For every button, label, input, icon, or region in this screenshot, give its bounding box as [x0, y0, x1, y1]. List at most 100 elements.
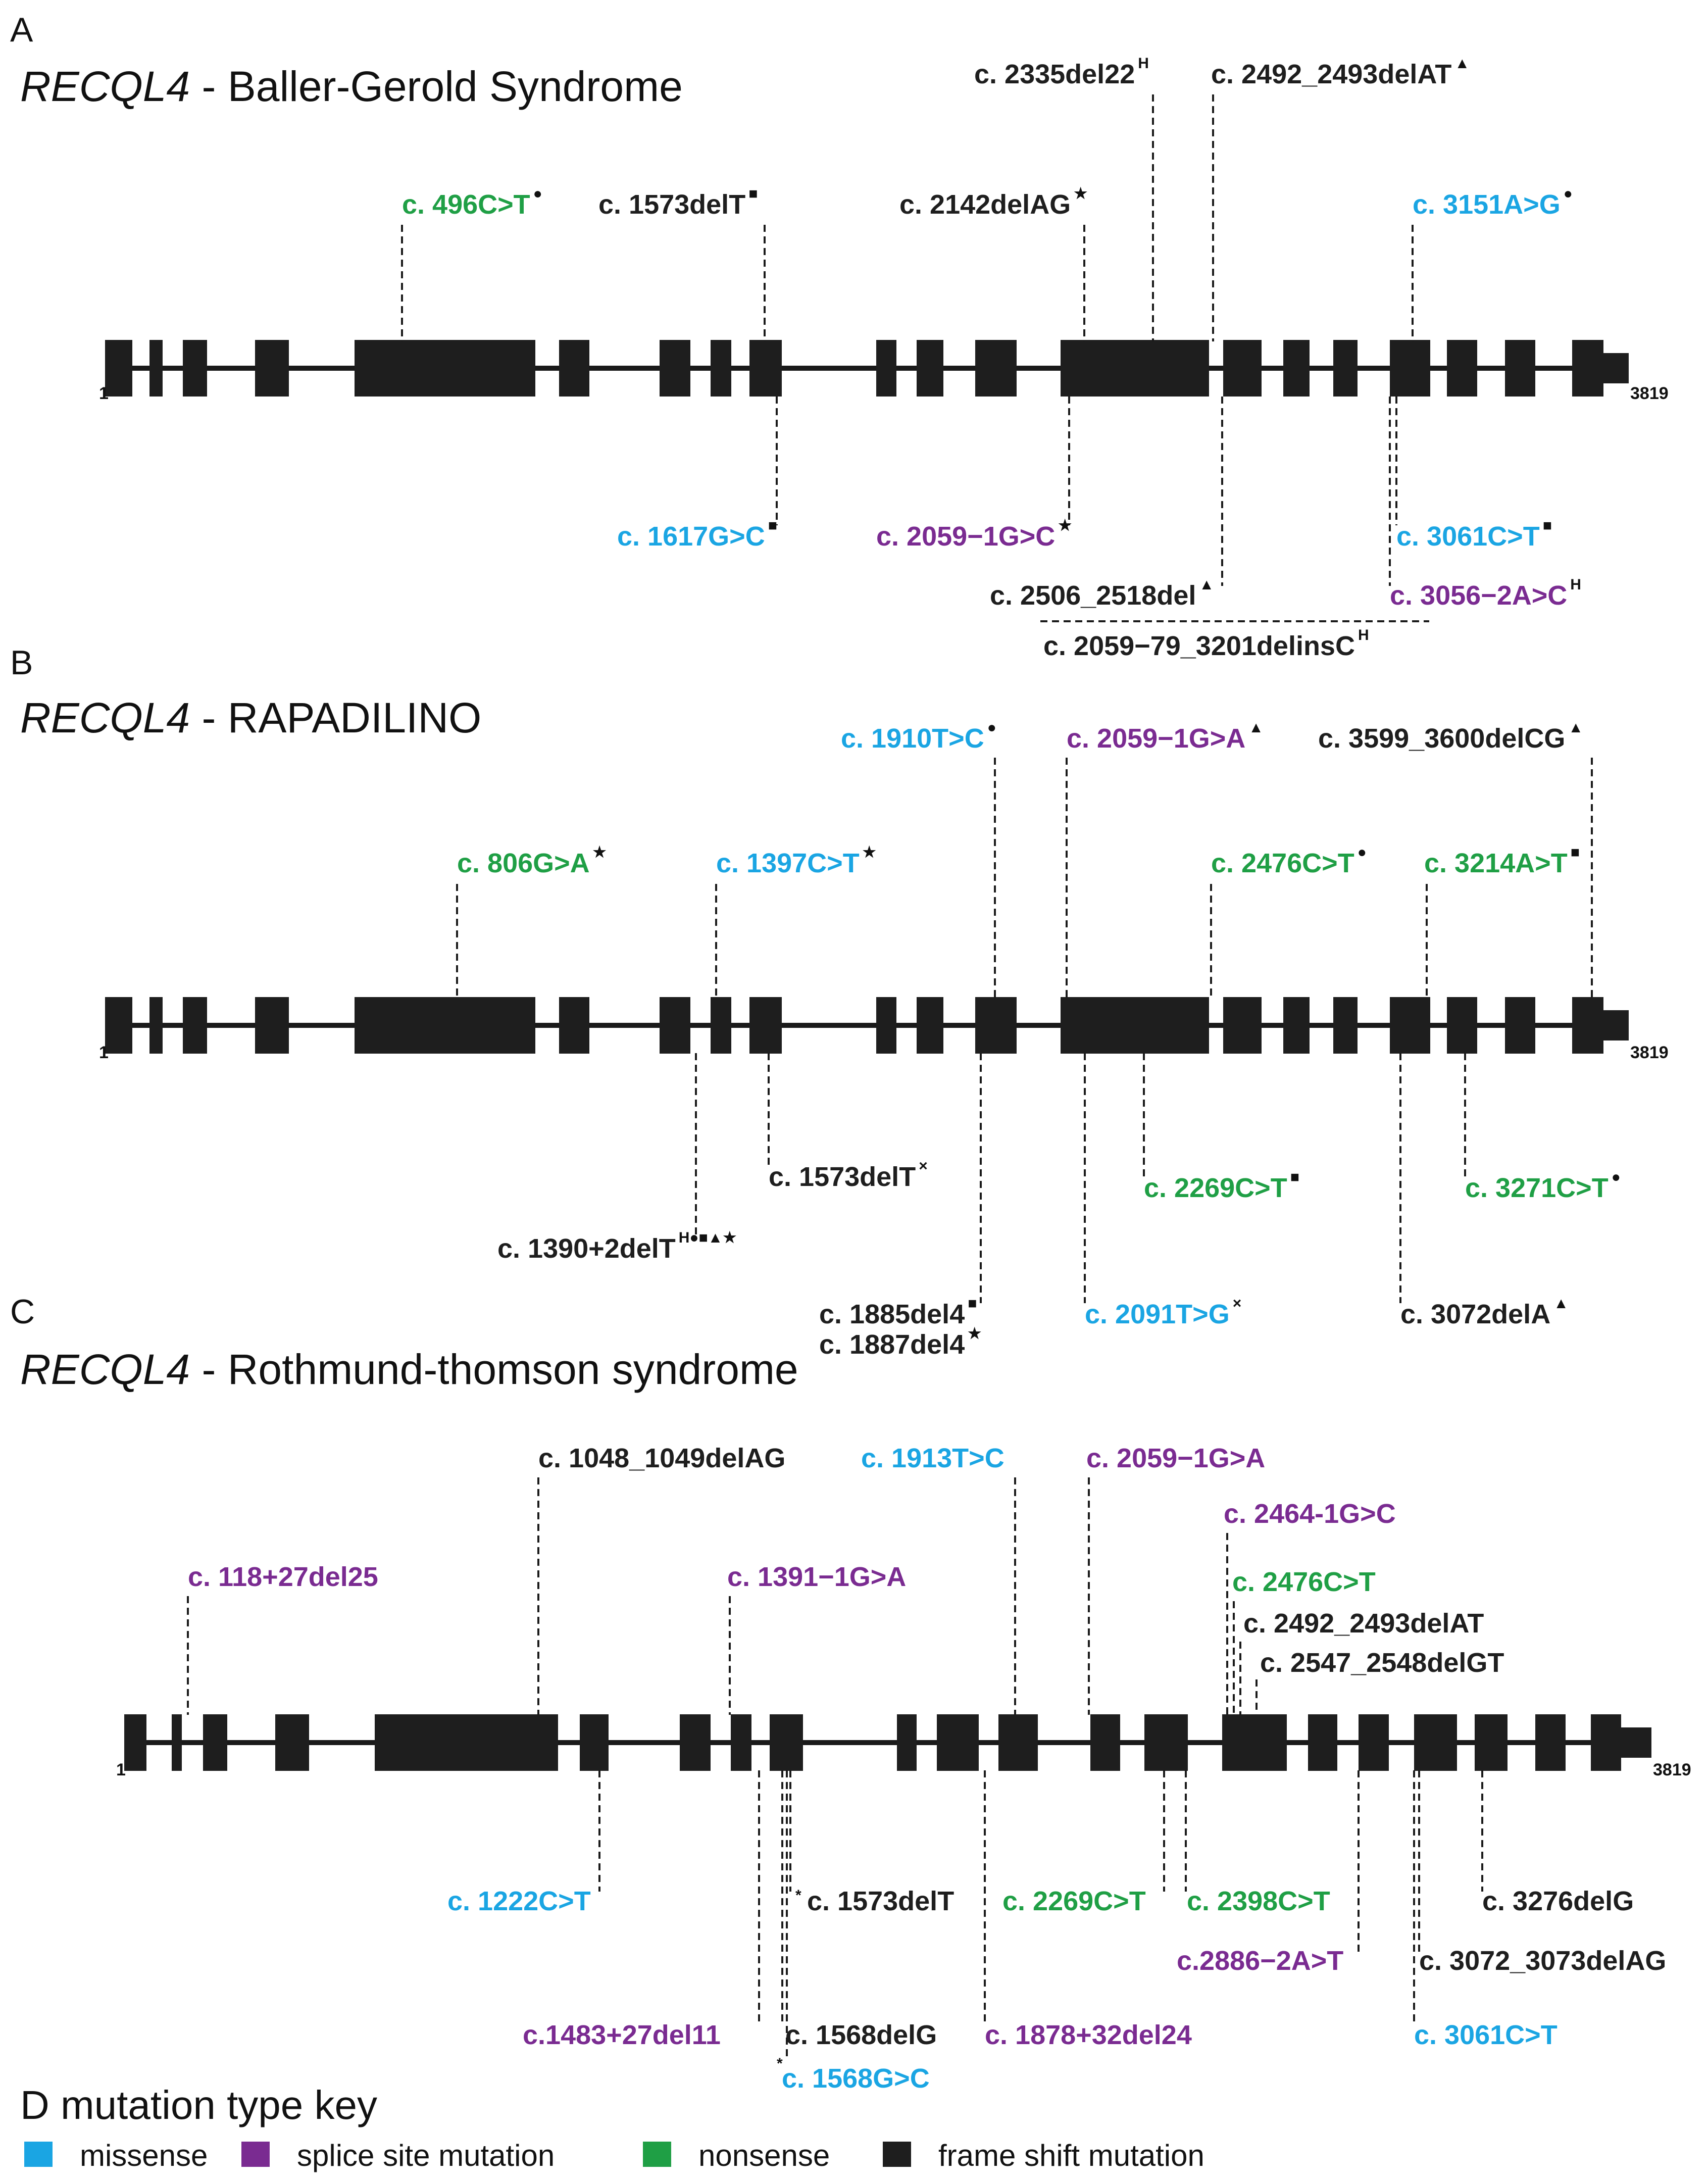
mutation-annotation: c. 2269C>T■ [1143, 1053, 1299, 1203]
key-label-splice: splice site mutation [297, 2139, 555, 2172]
mutation-label: c. 3599_3600delCG▲ [1318, 719, 1583, 754]
mutation-marker: * [795, 1887, 801, 1904]
mutation-label: c. 2059−1G>A▲ [1067, 719, 1264, 754]
mutation-annotation: c. 2464-1G>C [1224, 1499, 1396, 1715]
mutation-annotation: c. 3061C>T■ [1395, 397, 1552, 552]
mutation-marker: ★ [1074, 185, 1087, 202]
exon [749, 997, 782, 1054]
key-swatch-splice [241, 2142, 270, 2167]
exon [1535, 1714, 1566, 1771]
mutation-label: c. 3214A>T■ [1424, 844, 1580, 878]
start-position-label: 1 [99, 1043, 109, 1062]
mutation-annotation: c. 1397C>T★ [715, 844, 876, 998]
mutation-label: c. 2464-1G>C [1224, 1499, 1396, 1529]
mutation-marker: ● [1358, 844, 1367, 861]
key-label-missense: missense [80, 2139, 208, 2172]
mutation-label: c. 2091T>G× [1085, 1295, 1241, 1329]
exon [105, 340, 132, 397]
mutation-marker: H●■▲★ [679, 1229, 737, 1246]
mutation-annotation: c. 118+27del25 [187, 1562, 378, 1715]
end-position-label: 3819 [1653, 1760, 1691, 1779]
mutation-label: c. 1573delT× [769, 1158, 928, 1192]
exon [1333, 997, 1358, 1054]
mutation-label: c. 2492_2493delAT [1243, 1608, 1484, 1639]
exon [1223, 340, 1262, 397]
exon [770, 1714, 803, 1771]
mutation-label: c. 3271C>T● [1465, 1169, 1621, 1203]
syndrome-name: - Baller-Gerold Syndrome [190, 63, 683, 110]
mutation-annotation: c. 1617G>C■ [617, 397, 778, 552]
mutation-marker: H [1570, 576, 1581, 593]
mutation-label: c. 2506_2518del▲ [990, 576, 1214, 611]
mutation-label: c. 2476C>T● [1211, 844, 1367, 878]
gene-name: RECQL4 [20, 1346, 190, 1393]
mutation-annotation: c. 2059−1G>A [1086, 1443, 1265, 1715]
exon [1061, 340, 1142, 397]
mutation-type-key: D mutation type key missense splice site m… [20, 2083, 1204, 2172]
exon [1223, 997, 1262, 1054]
mutation-label: c. 1617G>C■ [617, 517, 777, 552]
exon [255, 340, 289, 397]
mutation-annotation: c. 3151A>G● [1412, 185, 1573, 341]
panel-letter: B [10, 643, 33, 682]
key-label-frameshift: frame shift mutation [938, 2139, 1204, 2172]
mutation-label: c. 2476C>T [1232, 1567, 1376, 1597]
exon [1572, 340, 1603, 397]
exon [711, 340, 731, 397]
mutation-annotation: c. 2476C>T [1232, 1567, 1376, 1715]
mutation-label: c. 1391−1G>A [727, 1562, 906, 1592]
exon [749, 340, 782, 397]
exon [255, 997, 289, 1054]
exon [1475, 1714, 1508, 1771]
exon [660, 340, 690, 397]
key-label-nonsense: nonsense [698, 2139, 830, 2172]
mutation-marker: ▲ [1568, 719, 1583, 736]
end-position-label: 3819 [1630, 384, 1669, 403]
mutation-label: c. 1885del4■ [819, 1295, 977, 1329]
mutation-annotation: c. 2547_2548delGT [1255, 1648, 1504, 1715]
mutation-label: c. 2269C>T [1002, 1886, 1146, 1916]
exon [1447, 340, 1477, 397]
mutation-label: c. 2269C>T■ [1144, 1169, 1299, 1203]
exon [1390, 997, 1430, 1054]
mutation-annotation: c. 1885del4■ [819, 1053, 982, 1329]
exon [149, 340, 163, 397]
mutation-marker: ■ [1571, 844, 1580, 861]
mutation-annotation: c. 3061C>T [1413, 1770, 1558, 2050]
exon [183, 997, 207, 1054]
exon [1505, 997, 1535, 1054]
end-position-label: 3819 [1630, 1043, 1669, 1062]
exon [559, 997, 589, 1054]
mutation-annotation: * c. 1568G>C [777, 1770, 930, 2094]
key-title: D mutation type key [20, 2083, 377, 2127]
exon [937, 1714, 979, 1771]
mutation-annotation: c. 1887del4★ [819, 1325, 981, 1360]
exon [897, 1714, 917, 1771]
mutation-label: c. 1573delT [807, 1886, 954, 1916]
mutation-marker: ★ [593, 844, 607, 861]
exon [124, 1714, 146, 1771]
mutation-annotation: c. 1568delG [781, 1770, 937, 2050]
exon [1283, 340, 1310, 397]
exon [876, 997, 896, 1054]
exon [1603, 1010, 1629, 1041]
mutation-marker: H [1358, 627, 1369, 643]
exon [1390, 340, 1430, 397]
mutation-label: c. 1568G>C [782, 2063, 930, 2094]
mutation-marker: ■ [748, 185, 758, 202]
gene-name: RECQL4 [20, 63, 190, 110]
mutation-annotation: c. 3276delG [1481, 1770, 1634, 1916]
exon [203, 1714, 227, 1771]
exon [876, 340, 896, 397]
mutation-label: c. 118+27del25 [188, 1562, 378, 1592]
mutation-marker: ★ [863, 844, 876, 861]
mutation-label: c. 3061C>T [1414, 2020, 1558, 2050]
mutation-label: c. 1910T>C● [841, 719, 996, 754]
panel-letter: A [10, 11, 33, 49]
mutation-marker: H [1138, 55, 1149, 72]
